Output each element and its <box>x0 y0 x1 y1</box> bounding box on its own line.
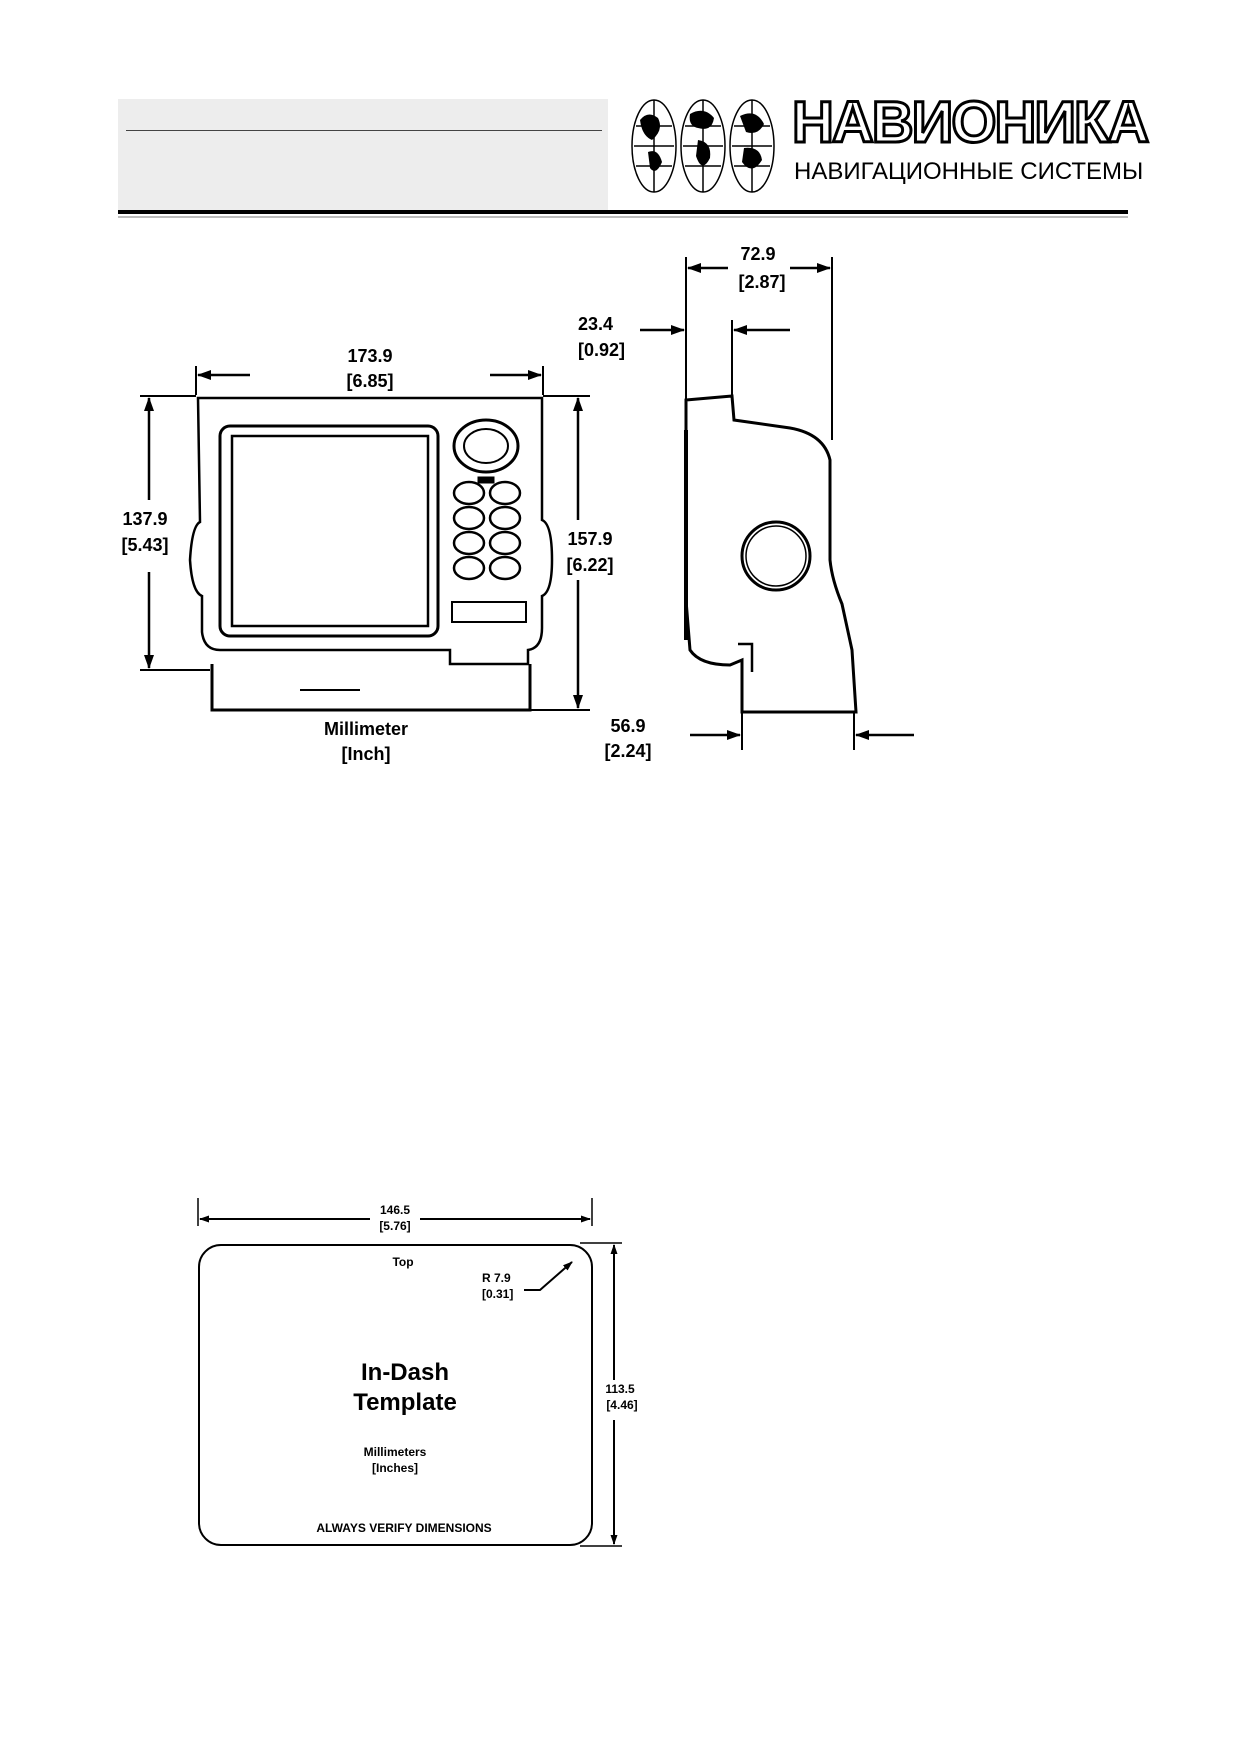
tpl-footer: ALWAYS VERIFY DIMENSIONS <box>316 1521 491 1535</box>
brand-subtitle: НАВИГАЦИОННЫЕ СИСТЕМЫ <box>794 158 1144 185</box>
mount-knob-inner <box>745 525 807 587</box>
tpl-height-in-label: [4.46] <box>606 1398 637 1412</box>
device-side-outline <box>684 394 858 714</box>
header-rule-shadow <box>118 216 1128 218</box>
tpl-width-in-label: [5.76] <box>379 1219 410 1233</box>
key-2 <box>488 480 522 506</box>
base-mm-label: 56.9 <box>610 716 645 736</box>
header-rule <box>118 210 1128 214</box>
keypad <box>452 480 522 581</box>
tpl-title-line1: In-Dash <box>361 1359 449 1386</box>
tpl-height-mm-label: 113.5 <box>605 1382 635 1396</box>
front-mm-label: 23.4 <box>578 314 613 334</box>
directional-pad-inner <box>463 428 509 464</box>
front-view <box>140 366 590 712</box>
globe-logo-icon <box>631 99 775 193</box>
radius-leader <box>524 1261 573 1291</box>
side-view-labels: 72.9 [2.87] 23.4 [0.92] 56.9 [2.24] <box>578 244 786 761</box>
in-dash-template <box>197 1198 622 1547</box>
label-plate <box>451 601 527 623</box>
key-5 <box>452 530 486 556</box>
side-view <box>640 257 914 750</box>
directional-pad <box>452 418 520 474</box>
tpl-title-line2: Template <box>353 1389 457 1416</box>
key-7 <box>452 555 486 581</box>
bracket-base <box>210 664 532 712</box>
key-3 <box>452 505 486 531</box>
header-divider <box>126 130 602 131</box>
tpl-units-mm: Millimeters <box>364 1445 427 1459</box>
tpl-width-mm-label: 146.5 <box>380 1203 410 1217</box>
key-6 <box>488 530 522 556</box>
width-in-label: [6.85] <box>346 371 393 391</box>
key-1 <box>452 480 486 506</box>
screen <box>230 434 430 628</box>
depth-mm-label: 72.9 <box>740 244 775 264</box>
left-height-mm-label: 137.9 <box>122 509 167 529</box>
tpl-top-label: Top <box>392 1255 413 1269</box>
front-view-labels: 173.9 [6.85] 137.9 [5.43] 157.9 [6.22] M… <box>121 346 613 764</box>
device-front-outline <box>188 396 554 666</box>
left-height-in-label: [5.43] <box>121 535 168 555</box>
mount-knob <box>740 520 812 592</box>
header-title-box <box>118 99 608 211</box>
brand-name: НАВИОНИКА <box>790 90 1150 155</box>
key-4 <box>488 505 522 531</box>
width-mm-label: 173.9 <box>347 346 392 366</box>
tpl-radius-mm-label: R 7.9 <box>482 1271 511 1285</box>
tpl-radius-in-label: [0.31] <box>482 1287 513 1301</box>
key-8 <box>488 555 522 581</box>
tpl-units-in: [Inches] <box>372 1461 418 1475</box>
base-in-label: [2.24] <box>604 741 651 761</box>
template-outline <box>198 1244 593 1546</box>
units-label-in: [Inch] <box>342 744 391 764</box>
template-labels: 146.5 [5.76] 113.5 [4.46] Top R 7.9 [0.3… <box>316 1203 637 1535</box>
right-height-mm-label: 157.9 <box>567 529 612 549</box>
bracket-step <box>738 642 754 672</box>
screen-bezel <box>218 424 440 638</box>
front-in-label: [0.92] <box>578 340 625 360</box>
depth-in-label: [2.87] <box>738 272 785 292</box>
units-label-mm: Millimeter <box>324 719 408 739</box>
right-height-in-label: [6.22] <box>566 555 613 575</box>
key-indicator <box>477 476 495 484</box>
